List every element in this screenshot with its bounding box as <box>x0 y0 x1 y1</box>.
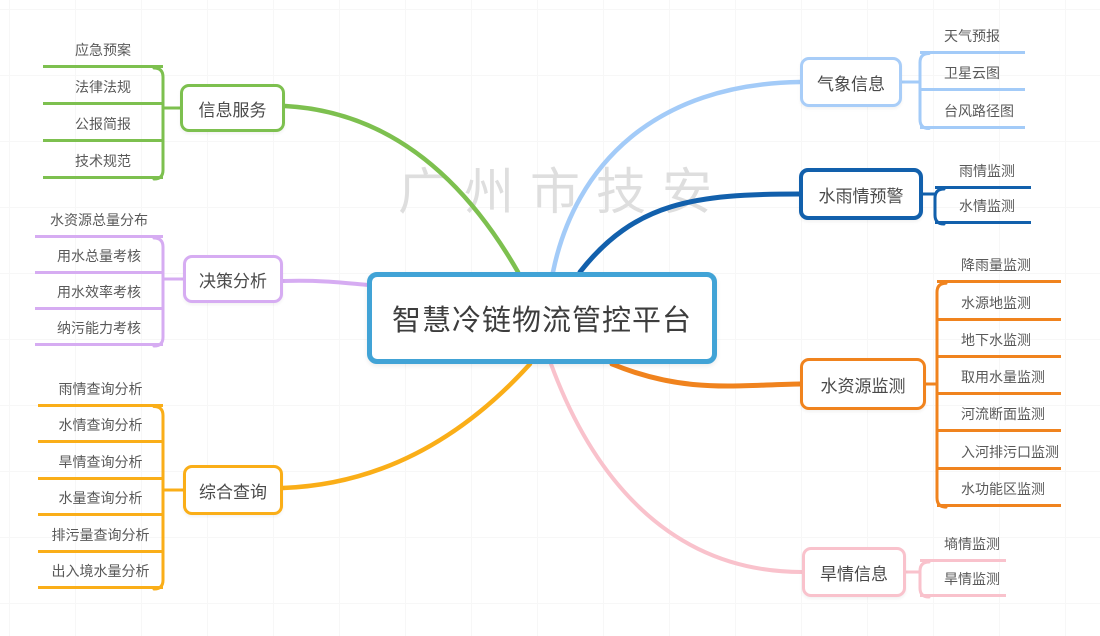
child-topic[interactable]: 旱情监测 <box>920 562 1006 597</box>
child-topic[interactable]: 用水总量考核 <box>35 238 163 274</box>
child-topic[interactable]: 水源地监测 <box>937 283 1061 321</box>
children-info-service: 应急预案 法律法规 公报简报 技术规范 <box>43 31 163 179</box>
child-topic[interactable]: 公报简报 <box>43 105 163 142</box>
children-drought-info: 墒情监测 旱情监测 <box>920 527 1006 597</box>
children-water-resource-monitoring: 降雨量监测 水源地监测 地下水监测 取用水量监测 河流断面监测 入河排污口监测 … <box>937 246 1061 508</box>
branch-node-drought-info[interactable]: 旱情信息 <box>802 547 906 597</box>
child-topic[interactable]: 法律法规 <box>43 68 163 105</box>
child-topic[interactable]: 卫星云图 <box>920 54 1025 91</box>
child-topic[interactable]: 应急预案 <box>43 31 163 68</box>
child-topic[interactable]: 水资源总量分布 <box>35 202 163 238</box>
child-topic[interactable]: 雨情监测 <box>935 154 1031 189</box>
child-topic[interactable]: 河流断面监测 <box>937 395 1061 433</box>
child-topic[interactable]: 旱情查询分析 <box>38 443 163 480</box>
children-decision-analysis: 水资源总量分布 用水总量考核 用水效率考核 纳污能力考核 <box>35 202 163 346</box>
curve-comprehensive-query <box>280 361 533 491</box>
child-topic[interactable]: 入河排污口监测 <box>937 432 1061 470</box>
child-topic[interactable]: 纳污能力考核 <box>35 310 163 346</box>
child-topic[interactable]: 地下水监测 <box>937 321 1061 358</box>
curve-water-resource-monitoring <box>609 361 803 389</box>
branch-node-info-service[interactable]: 信息服务 <box>180 84 285 132</box>
branch-node-water-resource-monitoring[interactable]: 水资源监测 <box>800 358 926 410</box>
child-topic[interactable]: 技术规范 <box>43 142 163 179</box>
children-water-rain-warning: 雨情监测 水情监测 <box>935 154 1031 224</box>
curve-drought-info <box>549 362 804 574</box>
children-comprehensive-query: 雨情查询分析 水情查询分析 旱情查询分析 水量查询分析 排污量查询分析 出入境水… <box>38 370 163 589</box>
child-topic[interactable]: 水情查询分析 <box>38 407 163 443</box>
children-weather-info: 天气预报 卫星云图 台风路径图 <box>920 16 1025 129</box>
central-topic-node[interactable]: 智慧冷链物流管控平台 <box>367 272 717 364</box>
child-topic[interactable]: 排污量查询分析 <box>38 516 163 553</box>
child-topic[interactable]: 取用水量监测 <box>937 358 1061 396</box>
child-topic[interactable]: 台风路径图 <box>920 91 1025 129</box>
child-topic[interactable]: 水量查询分析 <box>38 480 163 516</box>
child-topic[interactable]: 出入境水量分析 <box>38 553 163 589</box>
child-topic[interactable]: 天气预报 <box>920 16 1025 54</box>
child-topic[interactable]: 雨情查询分析 <box>38 370 163 407</box>
branch-node-water-rain-warning[interactable]: 水雨情预警 <box>799 168 923 220</box>
child-topic[interactable]: 用水效率考核 <box>35 274 163 310</box>
branch-node-comprehensive-query[interactable]: 综合查询 <box>183 465 283 515</box>
curve-decision-analysis <box>281 278 370 287</box>
child-topic[interactable]: 墒情监测 <box>920 527 1006 562</box>
branch-node-decision-analysis[interactable]: 决策分析 <box>183 255 283 303</box>
child-topic[interactable]: 水情监测 <box>935 189 1031 224</box>
child-topic[interactable]: 降雨量监测 <box>937 246 1061 284</box>
branch-node-weather-info[interactable]: 气象信息 <box>800 57 902 107</box>
child-topic[interactable]: 水功能区监测 <box>937 470 1061 508</box>
watermark: 广州市技安 <box>398 163 728 221</box>
